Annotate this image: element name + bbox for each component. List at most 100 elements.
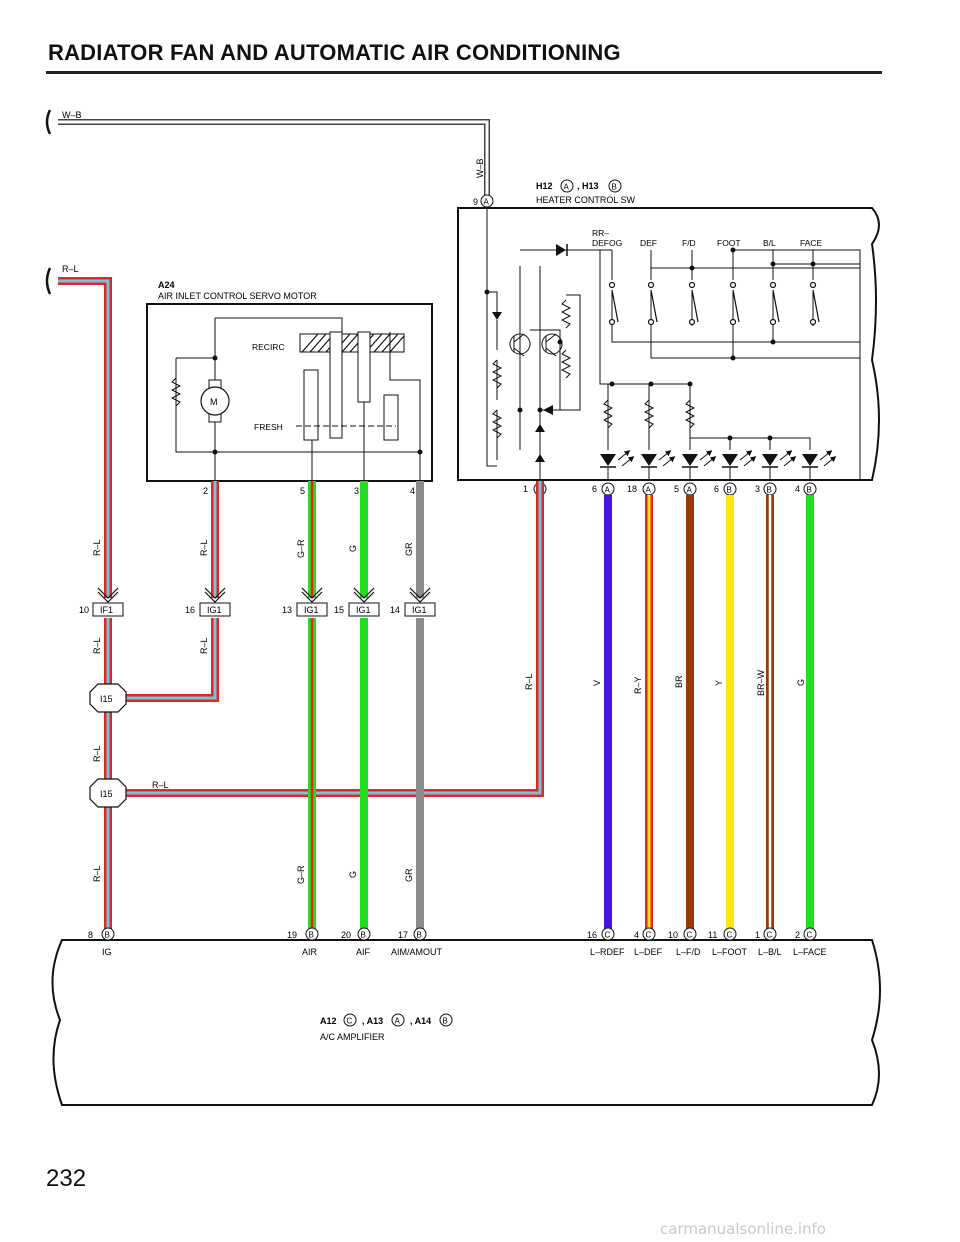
svg-text:F/D: F/D: [682, 238, 696, 248]
svg-text:2: 2: [795, 930, 800, 940]
svg-text:Y: Y: [714, 680, 724, 686]
svg-text:L–F/D: L–F/D: [676, 947, 701, 957]
servo-code: A24: [158, 280, 175, 290]
svg-text:4: 4: [795, 484, 800, 494]
svg-text:R–L: R–L: [92, 865, 102, 882]
svg-text:, A13: , A13: [362, 1016, 383, 1026]
svg-text:14: 14: [390, 605, 400, 615]
svg-text:G: G: [348, 545, 358, 552]
svg-text:6: 6: [592, 484, 597, 494]
svg-text:A: A: [564, 183, 570, 192]
svg-text:B: B: [807, 486, 812, 495]
svg-text:GR: GR: [404, 868, 414, 882]
page-number: 232: [46, 1165, 87, 1192]
sw-connectors: 1 A 6 A 18 A 5 A 6 B 3 B 4 B: [523, 482, 817, 496]
svg-text:10: 10: [79, 605, 89, 615]
svg-text:I15: I15: [100, 694, 113, 704]
wire-label-wb-vertical: W–B: [475, 158, 485, 178]
svg-text:G: G: [348, 871, 358, 878]
svg-text:3: 3: [755, 484, 760, 494]
svg-text:5: 5: [300, 486, 305, 496]
svg-text:DEFOG: DEFOG: [592, 238, 622, 248]
svg-text:A: A: [605, 486, 611, 495]
svg-text:20: 20: [341, 930, 351, 940]
svg-text:B: B: [361, 931, 366, 940]
title-rule: [46, 71, 882, 74]
heater-sw-name: HEATER CONTROL SW: [536, 195, 636, 205]
svg-text:DEF: DEF: [640, 238, 657, 248]
motor-icon: [200, 386, 230, 416]
svg-text:G: G: [796, 679, 806, 686]
svg-text:FOOT: FOOT: [717, 238, 741, 248]
svg-text:C: C: [807, 931, 813, 940]
svg-text:BR: BR: [674, 675, 684, 688]
svg-text:C: C: [727, 931, 733, 940]
svg-text:B: B: [309, 931, 314, 940]
svg-text:IG: IG: [102, 947, 112, 957]
wire-label-wb: W–B: [62, 110, 82, 120]
svg-text:V: V: [592, 680, 602, 686]
svg-text:10: 10: [668, 930, 678, 940]
amp-code: A12: [320, 1016, 337, 1026]
svg-text:8: 8: [88, 930, 93, 940]
svg-text:17: 17: [398, 930, 408, 940]
svg-text:9: 9: [473, 197, 478, 207]
svg-text:A: A: [484, 198, 490, 207]
svg-text:IG1: IG1: [412, 605, 427, 615]
svg-text:B: B: [727, 486, 732, 495]
page-title: RADIATOR FAN AND AUTOMATIC AIR CONDITION…: [48, 40, 621, 65]
svg-text:IG1: IG1: [207, 605, 222, 615]
svg-text:M: M: [210, 397, 218, 407]
svg-text:R–L: R–L: [92, 637, 102, 654]
svg-text:A: A: [646, 486, 652, 495]
servo-motor: A24 AIR INLET CONTROL SERVO MOTOR RECIRC…: [146, 280, 433, 496]
servo-recirc-label: RECIRC: [252, 342, 285, 352]
svg-text:B: B: [417, 931, 422, 940]
svg-text:AIM/AMOUT: AIM/AMOUT: [391, 947, 443, 957]
svg-text:R–L: R–L: [199, 539, 209, 556]
svg-text:R–L: R–L: [199, 637, 209, 654]
svg-text:4: 4: [410, 486, 415, 496]
wire-wb: W–B W–B: [45, 109, 490, 196]
svg-text:R–L: R–L: [92, 745, 102, 762]
heater-sw-code: H12: [536, 181, 553, 191]
svg-text:L–B/L: L–B/L: [758, 947, 782, 957]
svg-text:G–R: G–R: [296, 865, 306, 884]
svg-text:C: C: [687, 931, 693, 940]
svg-text:L–RDEF: L–RDEF: [590, 947, 625, 957]
svg-text:1: 1: [523, 484, 528, 494]
svg-text:15: 15: [334, 605, 344, 615]
wire-break-mark: [45, 109, 52, 135]
svg-text:B: B: [612, 183, 617, 192]
svg-text:C: C: [605, 931, 611, 940]
svg-text:R–Y: R–Y: [633, 676, 643, 694]
svg-text:B: B: [443, 1017, 448, 1026]
junction-connectors: 10 IF1 16 IG1 13 IG1 15 IG1 14 IG1: [79, 587, 436, 617]
amp-name: A/C AMPLIFIER: [320, 1032, 385, 1042]
servo-name: AIR INLET CONTROL SERVO MOTOR: [158, 291, 317, 301]
heater-sw-code-b: , H13: [577, 181, 599, 191]
wire-labels: R–L R–L G–R G GR R–L R–L R–L R–L R–L G–R…: [92, 539, 806, 884]
colored-wires: [104, 481, 814, 930]
wire-label-rl: R–L: [62, 264, 79, 274]
svg-text:, A14: , A14: [410, 1016, 431, 1026]
svg-text:AIR: AIR: [302, 947, 318, 957]
svg-text:C: C: [347, 1017, 353, 1026]
svg-text:C: C: [767, 931, 773, 940]
svg-text:R–L: R–L: [152, 780, 169, 790]
svg-text:G–R: G–R: [296, 539, 306, 558]
svg-text:R–L: R–L: [524, 673, 534, 690]
wire-rl-main: R–L: [45, 264, 112, 598]
svg-text:IG1: IG1: [304, 605, 319, 615]
svg-text:A: A: [687, 486, 693, 495]
svg-text:16: 16: [185, 605, 195, 615]
svg-text:11: 11: [708, 930, 717, 940]
svg-text:13: 13: [282, 605, 292, 615]
splice-points: I15 I15: [89, 683, 127, 808]
svg-text:B: B: [105, 931, 110, 940]
svg-text:B: B: [767, 486, 772, 495]
svg-text:6: 6: [714, 484, 719, 494]
svg-text:L–FOOT: L–FOOT: [712, 947, 748, 957]
svg-text:B/L: B/L: [763, 238, 776, 248]
